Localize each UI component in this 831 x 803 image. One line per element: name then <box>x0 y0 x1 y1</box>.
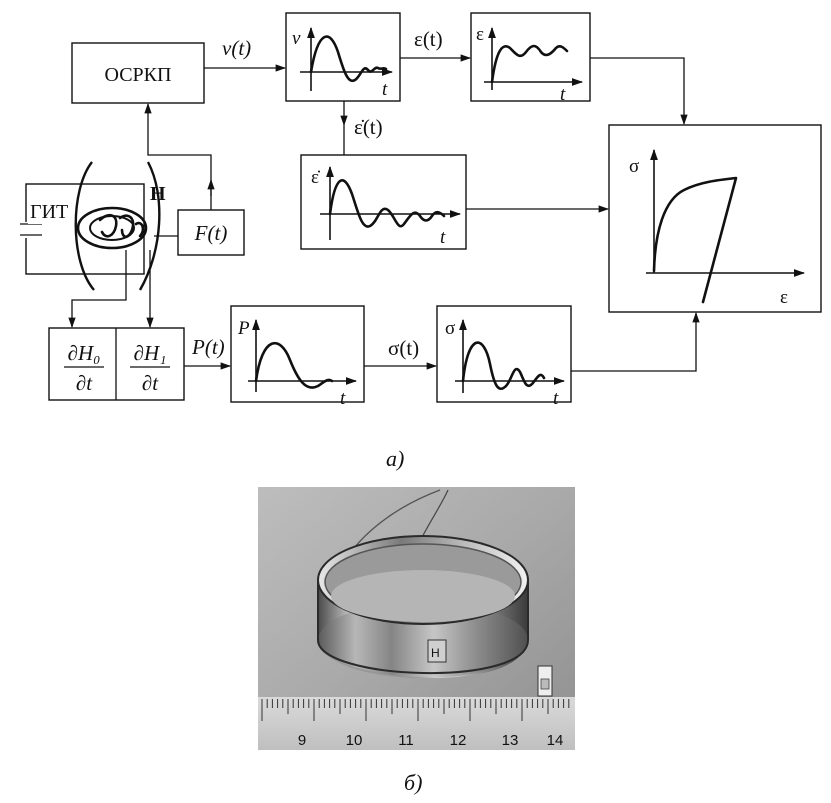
git-label: ГИТ <box>30 201 68 223</box>
ruler-label-13: 13 <box>502 732 519 749</box>
sigma-plot-y-label: σ <box>445 318 455 339</box>
ruler-label-9: 9 <box>298 732 306 749</box>
ruler-label-11: 11 <box>398 732 414 749</box>
eps-plot-x-label: t <box>560 84 566 105</box>
specimen-photo: H 9 10 11 12 13 14 <box>258 487 575 750</box>
signal-epsdot-label: ε̇(t) <box>354 115 383 139</box>
plot-stress-strain: σ ε <box>609 125 821 312</box>
force-block: F(t) <box>178 210 244 255</box>
gauge-label: H <box>431 646 440 660</box>
dh1-denominator: ∂t <box>142 371 159 395</box>
ruler-label-14: 14 <box>547 732 564 749</box>
v-plot-y-label: v <box>292 28 301 49</box>
plot-strain-rate: ε̇ t <box>301 155 466 249</box>
ruler-label-12: 12 <box>450 732 467 749</box>
p-plot-y-label: P <box>237 318 250 339</box>
plot-strain: ε t <box>471 13 590 105</box>
dh-blocks: ∂H₀ ∂t ∂H₁ ∂t <box>49 328 184 400</box>
ss-plot-y-label: σ <box>629 156 639 177</box>
block-diagram: ОСРКП v(t) v t ε(t) ε t <box>20 13 821 471</box>
ocrkp-block: ОСРКП <box>72 43 204 103</box>
sigma-plot-x-label: t <box>553 388 559 409</box>
ruler: 9 10 11 12 13 14 <box>258 697 575 750</box>
plot-pressure: P t <box>231 306 364 409</box>
caption-a: а) <box>386 446 404 471</box>
ss-plot-x-label: ε <box>780 287 788 308</box>
signal-sigma-label: σ(t) <box>388 336 419 360</box>
dh0-denominator: ∂t <box>76 371 93 395</box>
ruler-label-10: 10 <box>346 732 363 749</box>
caption-b: б) <box>404 770 422 795</box>
plot-velocity: v t <box>286 13 400 101</box>
pulse-generator: ГИТ H <box>20 162 166 290</box>
p-plot-x-label: t <box>340 388 346 409</box>
arrow-eps-to-ss <box>590 58 684 124</box>
dh0-numerator: ∂H₀ <box>68 341 101 365</box>
ring-specimen: H <box>318 536 528 678</box>
plot-stress: σ t <box>437 306 571 409</box>
coil <box>78 208 146 248</box>
epsdot-plot-x-label: t <box>440 227 446 248</box>
v-plot-x-label: t <box>382 79 388 100</box>
signal-v-label: v(t) <box>222 36 251 60</box>
signal-p-label: P(t) <box>191 335 225 359</box>
arrow-sigma-to-ss <box>571 313 696 371</box>
eps-plot-y-label: ε <box>476 24 484 45</box>
signal-eps-label: ε(t) <box>414 27 443 51</box>
ocrkp-label: ОСРКП <box>105 64 172 86</box>
dh1-numerator: ∂H₁ <box>134 341 167 365</box>
field-label: H <box>150 183 166 205</box>
force-label: F(t) <box>194 221 228 245</box>
